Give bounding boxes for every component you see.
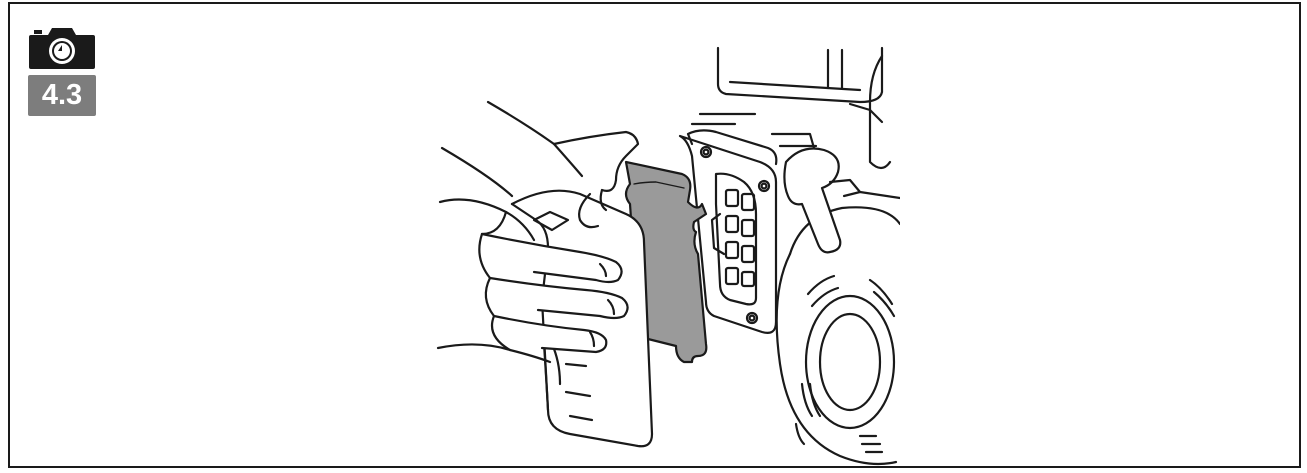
step-number-badge: 4.3 <box>28 75 96 116</box>
camera-icon <box>28 25 96 69</box>
instruction-panel: 4.3 <box>8 2 1301 468</box>
filter-housing-box <box>512 191 652 447</box>
starter-handle <box>784 149 900 253</box>
air-filter-removal-illustration <box>430 44 900 472</box>
